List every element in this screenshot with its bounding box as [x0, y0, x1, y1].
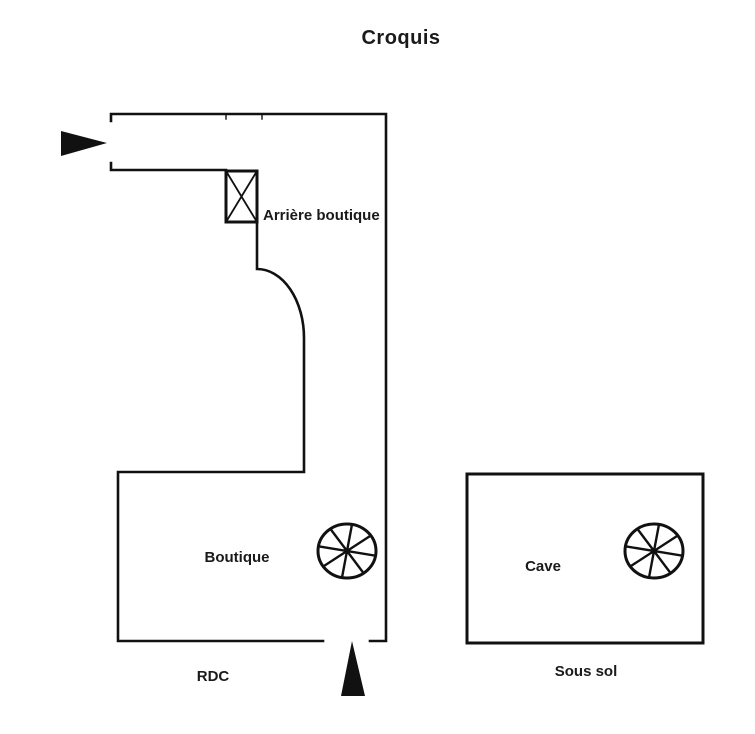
- crossed-box-diagonals: [224, 169, 259, 224]
- room-label-arriere-boutique: Arrière boutique: [263, 207, 380, 224]
- spiral-staircase-steps: [317, 522, 377, 580]
- cave-room-wall: [465, 472, 705, 645]
- rdc-entrance-wall: [109, 161, 228, 172]
- spiral-staircase-icon: [623, 522, 685, 580]
- entrance-arrow-icon: [61, 131, 107, 156]
- rdc-inner-wall-curved: [116, 220, 325, 643]
- room-label-boutique: Boutique: [205, 549, 270, 566]
- floor-label-sous-sol: Sous sol: [555, 663, 618, 680]
- spiral-staircase-steps: [624, 522, 684, 580]
- crossed-box-frame: [224, 169, 259, 224]
- spiral-staircase-icon: [316, 522, 378, 580]
- sous-sol-floor: Cave Sous sol: [465, 472, 705, 680]
- spiral-staircase-ring: [316, 522, 378, 580]
- spiral-staircase-ring: [623, 522, 685, 580]
- entrance-arrow-icon: [341, 641, 365, 696]
- rdc-wall-nicks: [225, 113, 263, 120]
- page-title: Croquis: [361, 27, 440, 49]
- rdc-outer-wall: [109, 112, 388, 643]
- floor-label-rdc: RDC: [197, 668, 230, 685]
- rdc-floor: Arrière boutique Boutique RDC: [61, 112, 388, 696]
- crossed-box-symbol: [224, 169, 259, 224]
- room-label-cave: Cave: [525, 558, 561, 575]
